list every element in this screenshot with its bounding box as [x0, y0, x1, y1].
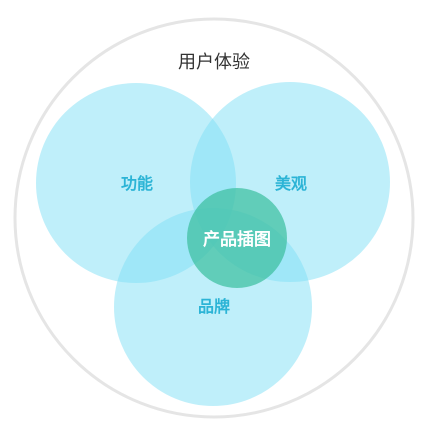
intersection-label: 产品插图 [203, 229, 271, 250]
set-label-aesthetics: 美观 [275, 174, 307, 193]
diagram-title: 用户体验 [178, 52, 250, 73]
set-label-function: 功能 [121, 174, 153, 193]
intersection-circle [187, 188, 287, 288]
set-label-brand: 品牌 [198, 297, 230, 316]
